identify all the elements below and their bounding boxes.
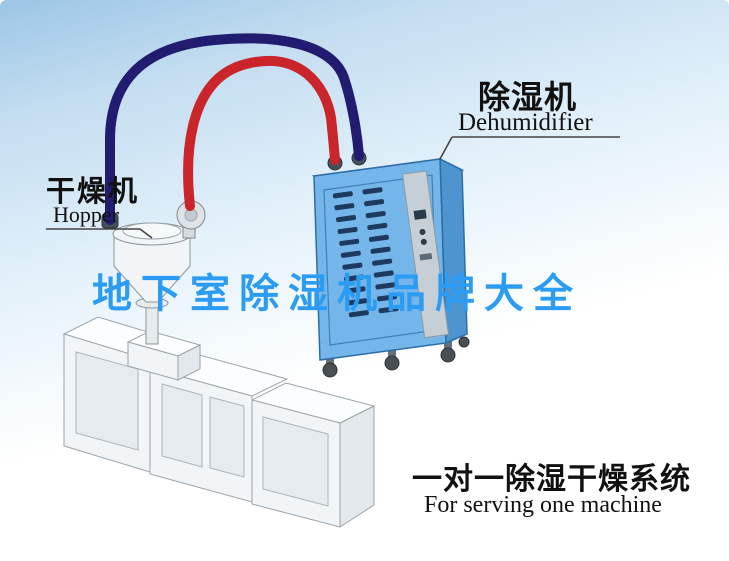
machine-box2-panel-right (209, 396, 245, 478)
dehumidifier-cabinet (311, 150, 470, 378)
hopper-label-cn: 干燥机 (46, 176, 140, 208)
machine-box3-panel (262, 416, 329, 507)
label-pointer-lines (46, 136, 620, 239)
control-display (413, 209, 427, 220)
extruder-machine (62, 316, 376, 528)
dehumidifier-label-cn: 除湿机 (478, 79, 578, 115)
vent-slot (373, 270, 394, 278)
dehumidifier-label-pointer (439, 136, 453, 160)
vent-slot (336, 215, 356, 223)
vent-slot (375, 282, 396, 290)
hopper-lid-top (122, 222, 182, 240)
control-switch (419, 252, 433, 261)
blue-return-hose (105, 33, 364, 225)
vent-slot (332, 191, 353, 199)
hopper-label-pointer (139, 228, 153, 239)
vent-slot (339, 238, 360, 246)
vent-slot (337, 226, 358, 235)
caption-cn: 一对一除湿干燥系统 (412, 463, 691, 496)
vent-slot (368, 234, 389, 242)
caster-wheel-left (322, 362, 338, 378)
vent-slot (348, 310, 369, 318)
wheel-stem-left (326, 356, 334, 366)
vent-slot (364, 199, 385, 207)
vent-slot (370, 246, 391, 254)
watermark-text: 地下室除湿机品牌大全 (92, 272, 582, 316)
vent-slot (347, 298, 368, 306)
cabinet-vents-and-controls (332, 170, 450, 339)
dehumidifier-label-en: Dehumidifier (458, 109, 593, 136)
vent-slot (334, 203, 355, 211)
vent-slot (345, 286, 366, 294)
control-button (419, 228, 426, 235)
hopper-dryer (101, 200, 206, 345)
hopper-label-en: Hopper (53, 202, 119, 227)
caster-wheel-back (458, 336, 470, 348)
vent-slot (378, 306, 399, 314)
wheel-stem-mid (388, 349, 396, 359)
machine-box1-panel (75, 351, 139, 451)
machine-box3-end (339, 405, 375, 528)
vent-slot (365, 211, 386, 219)
wheel-stem-right (444, 340, 452, 350)
vent-slot (342, 262, 363, 270)
vent-slot (344, 274, 365, 282)
caption-en: For serving one machine (424, 492, 662, 518)
caster-wheel-mid (384, 355, 400, 371)
caster-wheel-right (440, 347, 456, 363)
vent-slot (376, 294, 397, 302)
vent-slot (362, 187, 383, 195)
vent-slot (340, 250, 361, 258)
control-button (420, 238, 427, 245)
machine-box2-panel-left (161, 383, 203, 468)
vent-slot (367, 222, 388, 231)
vent-slot (372, 258, 393, 266)
red-supply-hose (183, 55, 340, 211)
machine-pedestal-front (127, 341, 179, 381)
